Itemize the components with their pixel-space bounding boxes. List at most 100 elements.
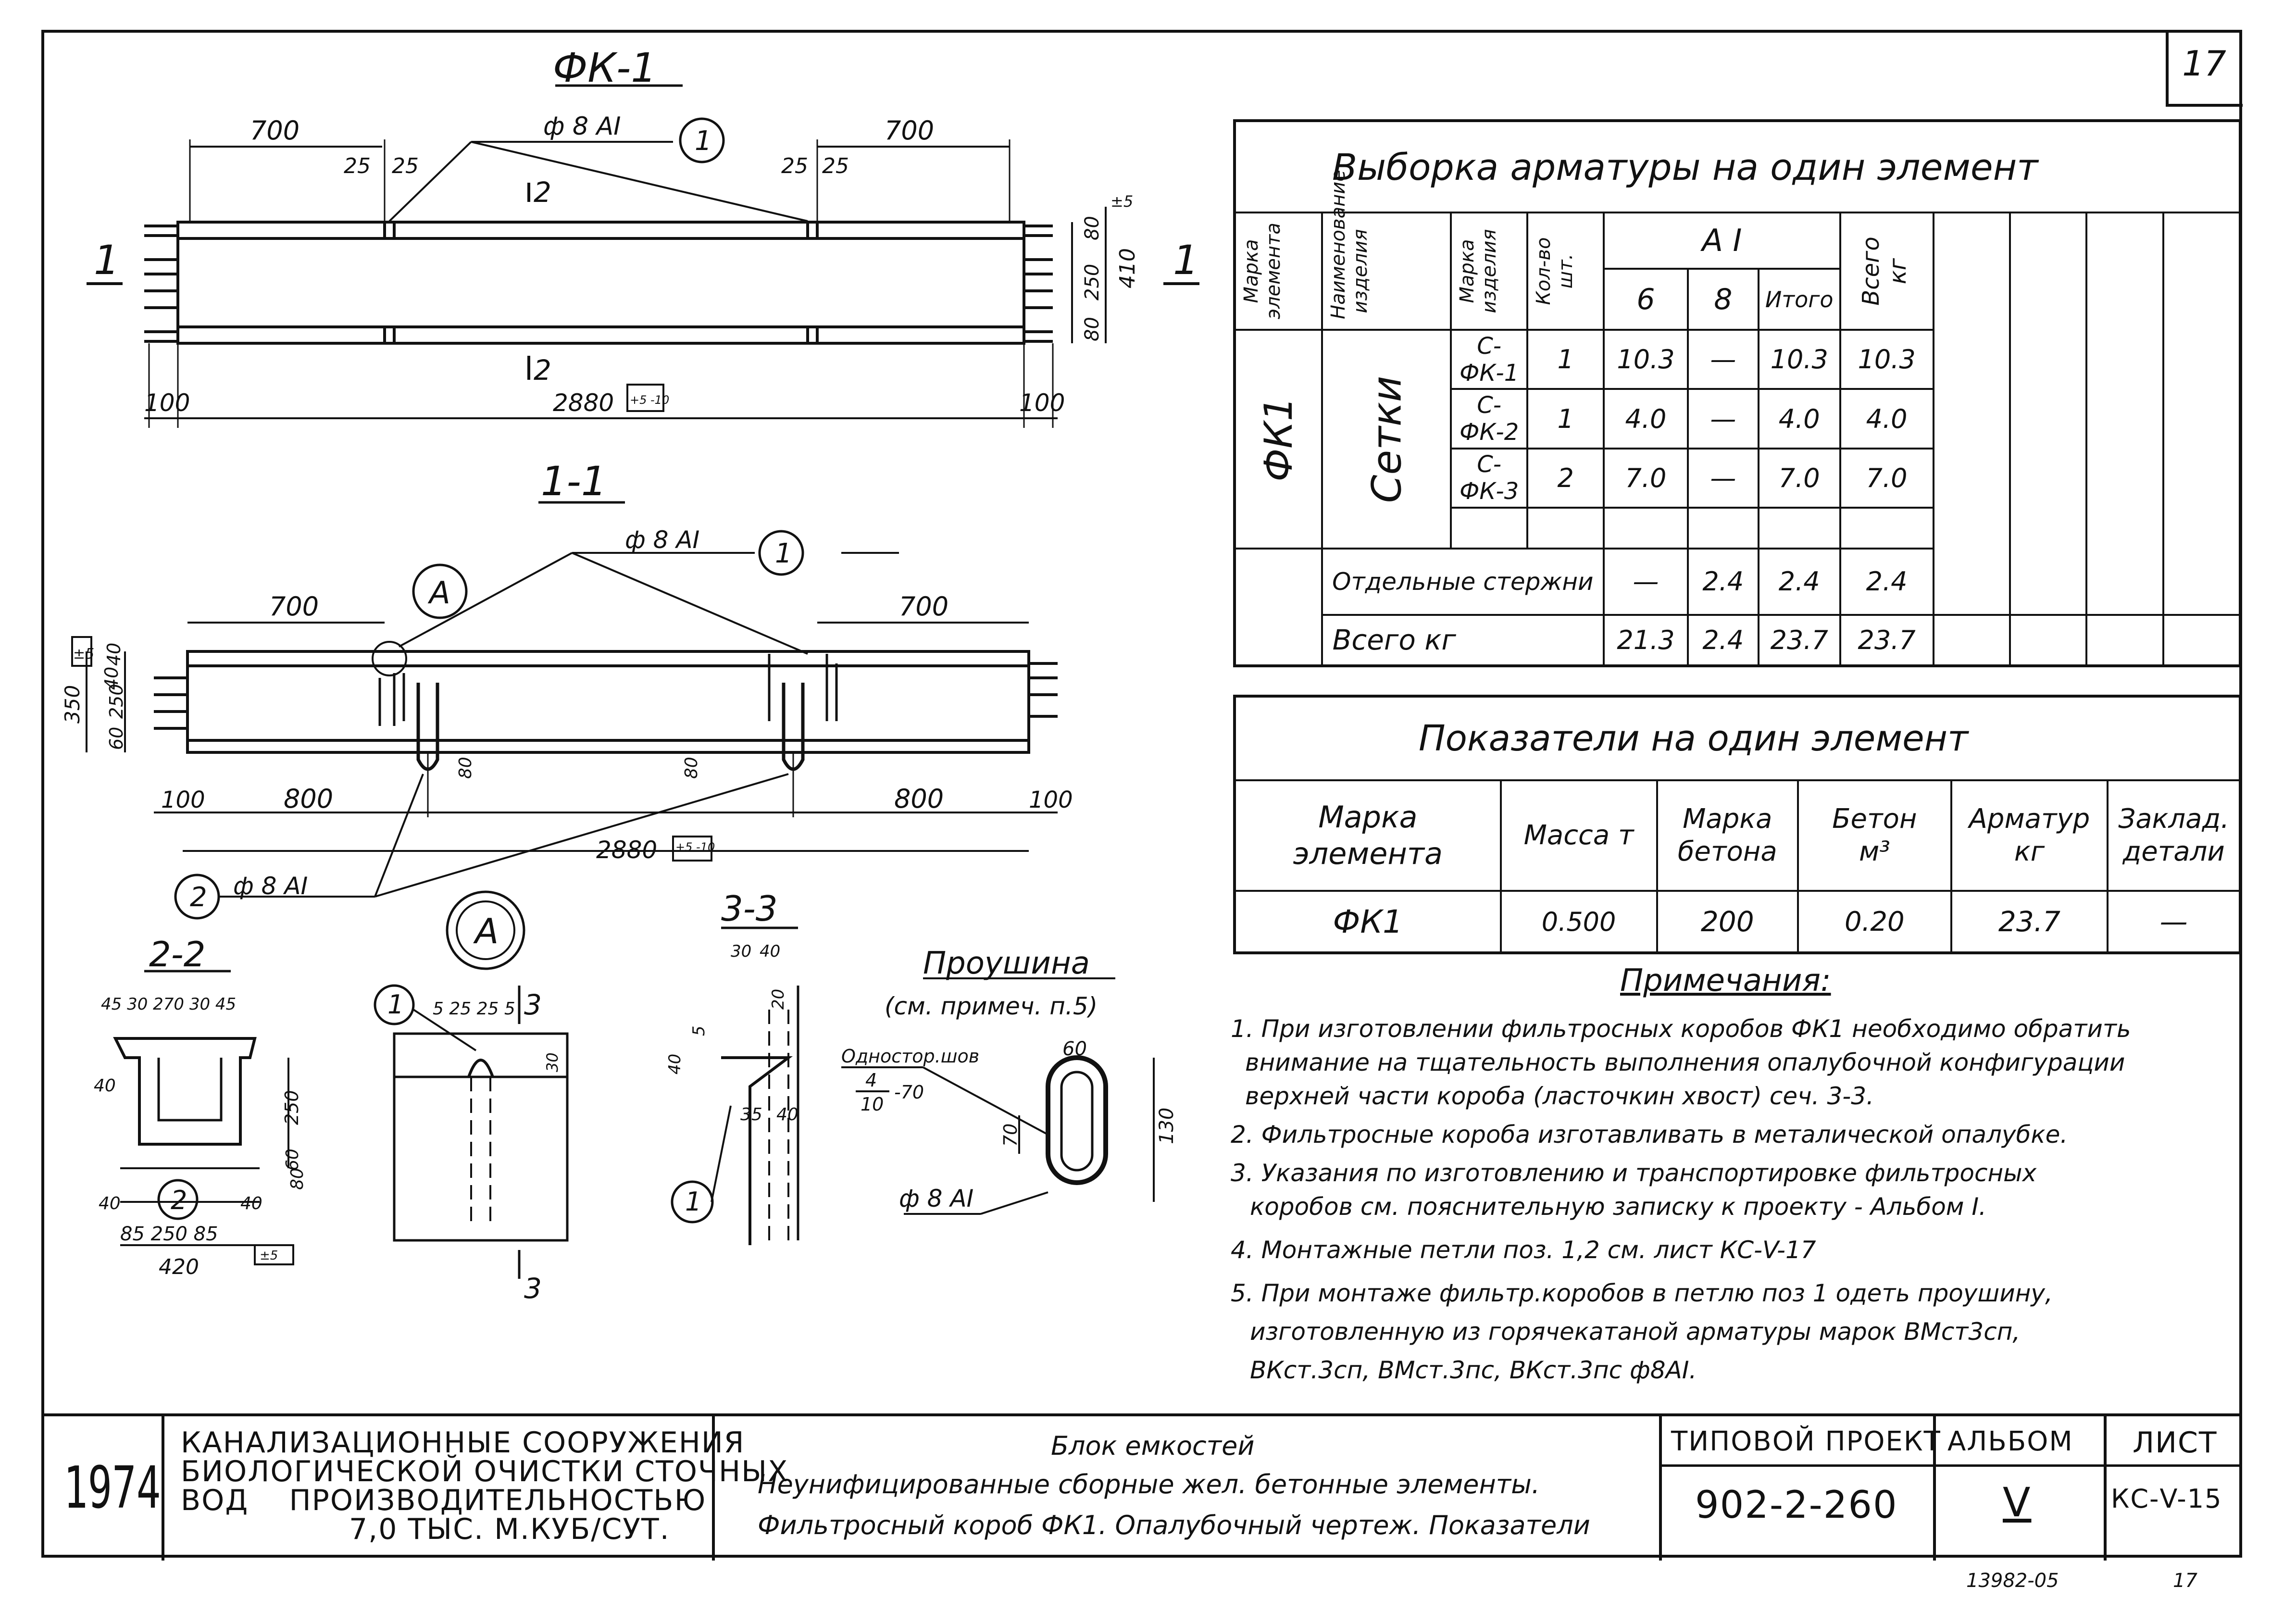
fk1-dim-25c: 25 bbox=[781, 154, 808, 178]
stamp-org-line-1: КАНАЛИЗАЦИОННЫЕ СООРУЖЕНИЯ bbox=[181, 1426, 745, 1460]
total-label: Всего кг bbox=[1321, 613, 1605, 667]
s11-dim-700-left: 700 bbox=[269, 591, 319, 622]
note-line-8: 5. При монтаже фильтр.коробов в петлю по… bbox=[1231, 1279, 2053, 1307]
s11-callout-a: А bbox=[427, 575, 450, 611]
separate-d8: 2.4 bbox=[1686, 547, 1759, 616]
row1-d8: — bbox=[1686, 329, 1759, 390]
row2-d6: 4.0 bbox=[1603, 388, 1689, 450]
s22-dim-40-left: 40 bbox=[94, 1076, 116, 1096]
s22-title: 2-2 bbox=[149, 934, 206, 974]
totals-all: 23.7 bbox=[1839, 613, 1934, 667]
row1-item: С-ФК-1 bbox=[1450, 329, 1529, 390]
fk1-dim-25b: 25 bbox=[392, 154, 419, 178]
s22-tol-5: ±5 bbox=[260, 1249, 278, 1263]
stamp-divider-4 bbox=[1933, 1416, 1936, 1561]
fk1-dim-250: 250 bbox=[1081, 264, 1103, 300]
fk1-cut-1-right: 1 bbox=[1173, 237, 1198, 284]
s33-dim-40-right: 40 bbox=[776, 1105, 799, 1124]
row3-qty: 2 bbox=[1526, 447, 1605, 509]
fk1-cut-2-top: 2 bbox=[534, 176, 551, 209]
ind-embedded: — bbox=[2107, 890, 2241, 954]
fk1-dim-700-right: 700 bbox=[885, 115, 934, 146]
col-8: 8 bbox=[1686, 267, 1759, 331]
eye-title: Проушина bbox=[923, 946, 1090, 981]
totals-total: 23.7 bbox=[1757, 613, 1841, 667]
s11-dim-700-right: 700 bbox=[899, 591, 948, 622]
s22-dim-420: 420 bbox=[159, 1255, 199, 1279]
stamp-year: 1974 bbox=[63, 1455, 161, 1522]
sheet-number: 17 bbox=[2182, 43, 2226, 84]
note-line-6: коробов см. пояснительную записку к прое… bbox=[1250, 1193, 1987, 1221]
ind-h-embedded: Заклад. детали bbox=[2107, 779, 2241, 892]
stamp-desc-line-3: Фильтросный короб ФК1. Опалубочный черте… bbox=[758, 1510, 1590, 1540]
fk1-dim-80b: 80 bbox=[1081, 317, 1103, 341]
s11-dim-2880: 2880 bbox=[596, 836, 657, 864]
s11-tol-2880: +5 -10 bbox=[675, 840, 715, 854]
s22-dim-40-br: 40 bbox=[240, 1194, 262, 1213]
s11-dim-350: 350 bbox=[61, 685, 84, 724]
s11-dim-60: 60 bbox=[106, 727, 127, 750]
row2-total: 4.0 bbox=[1757, 388, 1841, 450]
s22-dim-80: 80 bbox=[287, 1168, 307, 1190]
s11-dim-250: 250 bbox=[106, 684, 127, 719]
s11-callout-1: 1 bbox=[775, 538, 792, 569]
stamp-project-label: ТИПОВОЙ ПРОЕКТ bbox=[1671, 1426, 1941, 1457]
stamp-org-line-3: ВОД ПРОИЗВОДИТЕЛЬНОСТЬЮ bbox=[181, 1484, 707, 1517]
col-item: Марка изделия bbox=[1456, 229, 1501, 313]
stamp-desc-line-1: Блок емкостей bbox=[1051, 1431, 1255, 1461]
stamp-sheet-label: ЛИСТ bbox=[2133, 1426, 2218, 1460]
footer-code: 13982-05 bbox=[1966, 1570, 2059, 1592]
s33-dim-40-left: 40 bbox=[665, 1054, 685, 1074]
totals-d8: 2.4 bbox=[1686, 613, 1759, 667]
s33-dim-40: 40 bbox=[760, 942, 780, 961]
detail-a-cut-3-top: 3 bbox=[524, 988, 542, 1021]
fk1-dim-25d: 25 bbox=[822, 154, 849, 178]
col-mark: Марка элемента bbox=[1240, 223, 1285, 320]
col-qty: Кол-во шт. bbox=[1533, 237, 1577, 305]
indicators-title: Показатели на один элемент bbox=[1234, 695, 2241, 781]
detail-a-callout-1: 1 bbox=[387, 989, 404, 1020]
note-line-9: изготовленную из горячекатаной арматуры … bbox=[1250, 1318, 2021, 1346]
fk1-dim-25a: 25 bbox=[344, 154, 371, 178]
fk1-bar-label: ф 8 АI bbox=[543, 112, 621, 141]
s33-title: 3-3 bbox=[721, 888, 778, 929]
footer-page: 17 bbox=[2173, 1570, 2197, 1592]
fk1-cut-2-bottom: 2 bbox=[534, 354, 551, 387]
ind-h-concrete: Бетон м³ bbox=[1797, 779, 1952, 892]
ind-mark: ФК1 bbox=[1234, 890, 1502, 954]
totals-d6: 21.3 bbox=[1603, 613, 1689, 667]
row3-all: 7.0 bbox=[1839, 447, 1934, 509]
s11-dim-80a: 80 bbox=[456, 757, 475, 779]
ind-concrete: 0.20 bbox=[1797, 890, 1952, 954]
stamp-divider-5 bbox=[2104, 1416, 2107, 1561]
col-name: Наименование изделия bbox=[1327, 170, 1372, 320]
s33-callout-1: 1 bbox=[685, 1187, 701, 1217]
s33-dim-5: 5 bbox=[689, 1025, 709, 1036]
col-total: Итого bbox=[1757, 267, 1841, 331]
row1-total: 10.3 bbox=[1757, 329, 1841, 390]
separate-all: 2.4 bbox=[1839, 547, 1934, 616]
separate-d6: — bbox=[1603, 547, 1689, 616]
ind-rebar: 23.7 bbox=[1950, 890, 2109, 954]
stamp-divider-2 bbox=[712, 1416, 715, 1561]
group-name: Сетки bbox=[1362, 375, 1410, 503]
sheet-number-box bbox=[2166, 30, 2243, 107]
eye-weld: Одностор.шов bbox=[841, 1046, 979, 1067]
note-line-2: внимание на тщательность выполнения опал… bbox=[1245, 1049, 2125, 1076]
rebar-table: Выборка арматуры на один элемент Марка э… bbox=[1233, 119, 2242, 667]
notes-title: Примечания: bbox=[1620, 963, 1831, 999]
s22-dim-60: 60 bbox=[283, 1149, 302, 1171]
note-line-1: 1. При изготовлении фильтросных коробов … bbox=[1231, 1015, 2131, 1043]
s22-callout-2: 2 bbox=[171, 1185, 187, 1215]
fk1-dim-100-left: 100 bbox=[144, 389, 190, 417]
s11-bar-label: ф 8 АI bbox=[625, 526, 699, 554]
ind-h-concrete-grade: Марка бетона bbox=[1656, 779, 1799, 892]
s33-dim-20: 20 bbox=[769, 989, 788, 1010]
s11-dim-80b: 80 bbox=[682, 757, 701, 779]
note-line-4: 2. Фильтросные короба изготавливать в ме… bbox=[1231, 1121, 2068, 1149]
ind-mass: 0.500 bbox=[1499, 890, 1658, 954]
s11-dim-800-left: 800 bbox=[284, 784, 333, 814]
ind-h-mass: Масса т bbox=[1499, 779, 1658, 892]
s11-dim-100-left: 100 bbox=[161, 787, 205, 813]
